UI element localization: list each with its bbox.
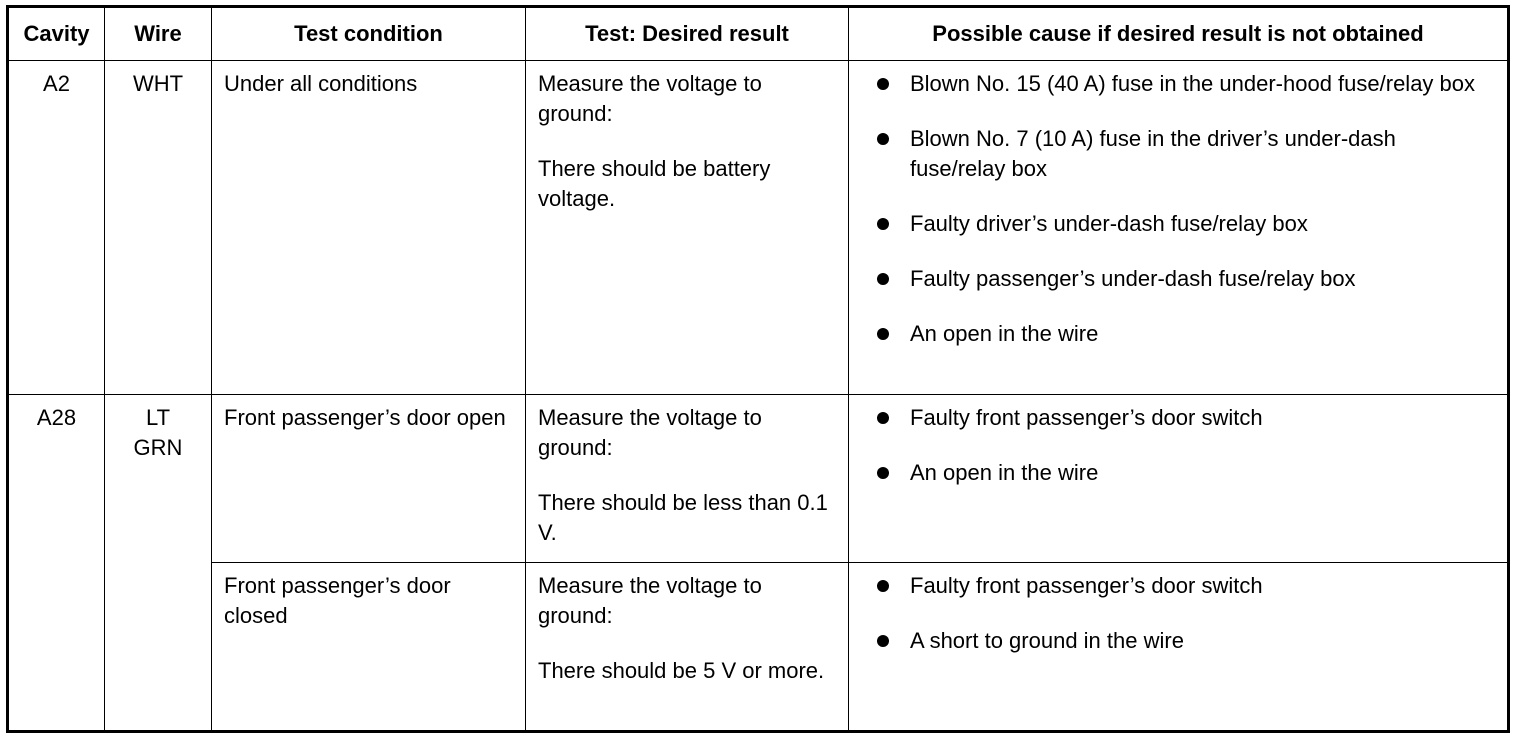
table-row: A28 LT GRN Front passenger’s door open M… — [7, 394, 1509, 732]
desired-result-expectation: There should be less than 0.1 V. — [538, 490, 828, 545]
header-cavity: Cavity — [7, 6, 105, 61]
wire-color: GRN — [133, 435, 183, 460]
wire-cell: LT GRN — [104, 394, 212, 732]
desired-result-cell: Measure the voltage to ground: There sho… — [525, 394, 849, 563]
cause-text: An open in the wire — [910, 321, 1099, 346]
cause-text: Blown No. 7 (10 A) fuse in the driver’s … — [910, 126, 1396, 181]
possible-cause-cell: Faulty front passenger’s door switch A s… — [848, 562, 1509, 732]
cause-list: Faulty front passenger’s door switch A s… — [849, 563, 1507, 656]
header-desired-result: Test: Desired result — [525, 6, 849, 61]
cause-text: A short to ground in the wire — [910, 628, 1184, 653]
test-condition-text: Front passenger’s door open — [224, 405, 506, 430]
cause-text: Faulty front passenger’s door switch — [910, 405, 1263, 430]
wire-cell: WHT — [104, 60, 212, 395]
desired-result-instruction: Measure the voltage to ground: — [538, 71, 762, 126]
cause-text: An open in the wire — [910, 460, 1099, 485]
cavity-value: A28 — [36, 405, 77, 430]
cavity-cell: A28 — [7, 394, 105, 732]
bullet-icon — [877, 218, 889, 230]
cause-list: Blown No. 15 (40 A) fuse in the under-ho… — [849, 61, 1507, 349]
cavity-value: A2 — [43, 71, 70, 96]
bullet-icon — [877, 467, 889, 479]
bullet-icon — [877, 580, 889, 592]
cause-text: Faulty front passenger’s door switch — [910, 573, 1263, 598]
bullet-icon — [877, 78, 889, 90]
cavity-cell: A2 — [7, 60, 105, 395]
bullet-icon — [877, 328, 889, 340]
cause-text: Faulty passenger’s under-dash fuse/relay… — [910, 266, 1356, 291]
desired-result-cell: Measure the voltage to ground: There sho… — [525, 562, 849, 732]
bullet-icon — [877, 133, 889, 145]
test-condition-cell: Front passenger’s door closed — [211, 562, 526, 732]
table-row: Front passenger’s door closed Measure th… — [8, 562, 1509, 732]
connector-test-table: Cavity Wire Test condition Test: Desired… — [6, 5, 1510, 733]
test-condition-text: Under all conditions — [224, 71, 418, 96]
cause-item: An open in the wire — [877, 458, 1495, 488]
test-condition-cell: Under all conditions — [211, 60, 526, 395]
bullet-icon — [877, 635, 889, 647]
desired-result-expectation: There should be battery voltage. — [538, 156, 771, 211]
header-possible-cause: Possible cause if desired result is not … — [848, 6, 1509, 61]
cause-item: Faulty front passenger’s door switch — [877, 571, 1495, 601]
cause-item: Faulty driver’s under-dash fuse/relay bo… — [877, 209, 1495, 239]
desired-result-instruction: Measure the voltage to ground: — [538, 573, 762, 628]
cause-item: An open in the wire — [877, 319, 1495, 349]
cause-text: Blown No. 15 (40 A) fuse in the under-ho… — [910, 71, 1476, 96]
header-wire: Wire — [104, 6, 212, 61]
cause-item: Faulty passenger’s under-dash fuse/relay… — [877, 264, 1495, 294]
desired-result-expectation: There should be 5 V or more. — [538, 658, 825, 683]
cause-item: A short to ground in the wire — [877, 626, 1495, 656]
possible-cause-cell: Faulty front passenger’s door switch An … — [848, 394, 1509, 563]
cause-item: Faulty front passenger’s door switch — [877, 403, 1495, 433]
cause-text: Faulty driver’s under-dash fuse/relay bo… — [910, 211, 1308, 236]
table-header-row: Cavity Wire Test condition Test: Desired… — [7, 6, 1509, 61]
bullet-icon — [877, 412, 889, 424]
possible-cause-cell: Blown No. 15 (40 A) fuse in the under-ho… — [848, 60, 1509, 395]
test-condition-cell: Front passenger’s door open — [211, 394, 526, 563]
test-condition-text: Front passenger’s door closed — [224, 573, 451, 628]
cause-item: Blown No. 15 (40 A) fuse in the under-ho… — [877, 69, 1495, 99]
wire-color: WHT — [132, 71, 184, 96]
desired-result-cell: Measure the voltage to ground: There sho… — [525, 60, 849, 395]
table-row: A2 WHT Under all conditions Measure the … — [7, 60, 1509, 395]
desired-result-instruction: Measure the voltage to ground: — [538, 405, 762, 460]
wire-color: LT — [145, 405, 171, 430]
cause-item: Blown No. 7 (10 A) fuse in the driver’s … — [877, 124, 1495, 184]
header-test-condition: Test condition — [211, 6, 526, 61]
bullet-icon — [877, 273, 889, 285]
cause-list: Faulty front passenger’s door switch An … — [849, 395, 1507, 488]
